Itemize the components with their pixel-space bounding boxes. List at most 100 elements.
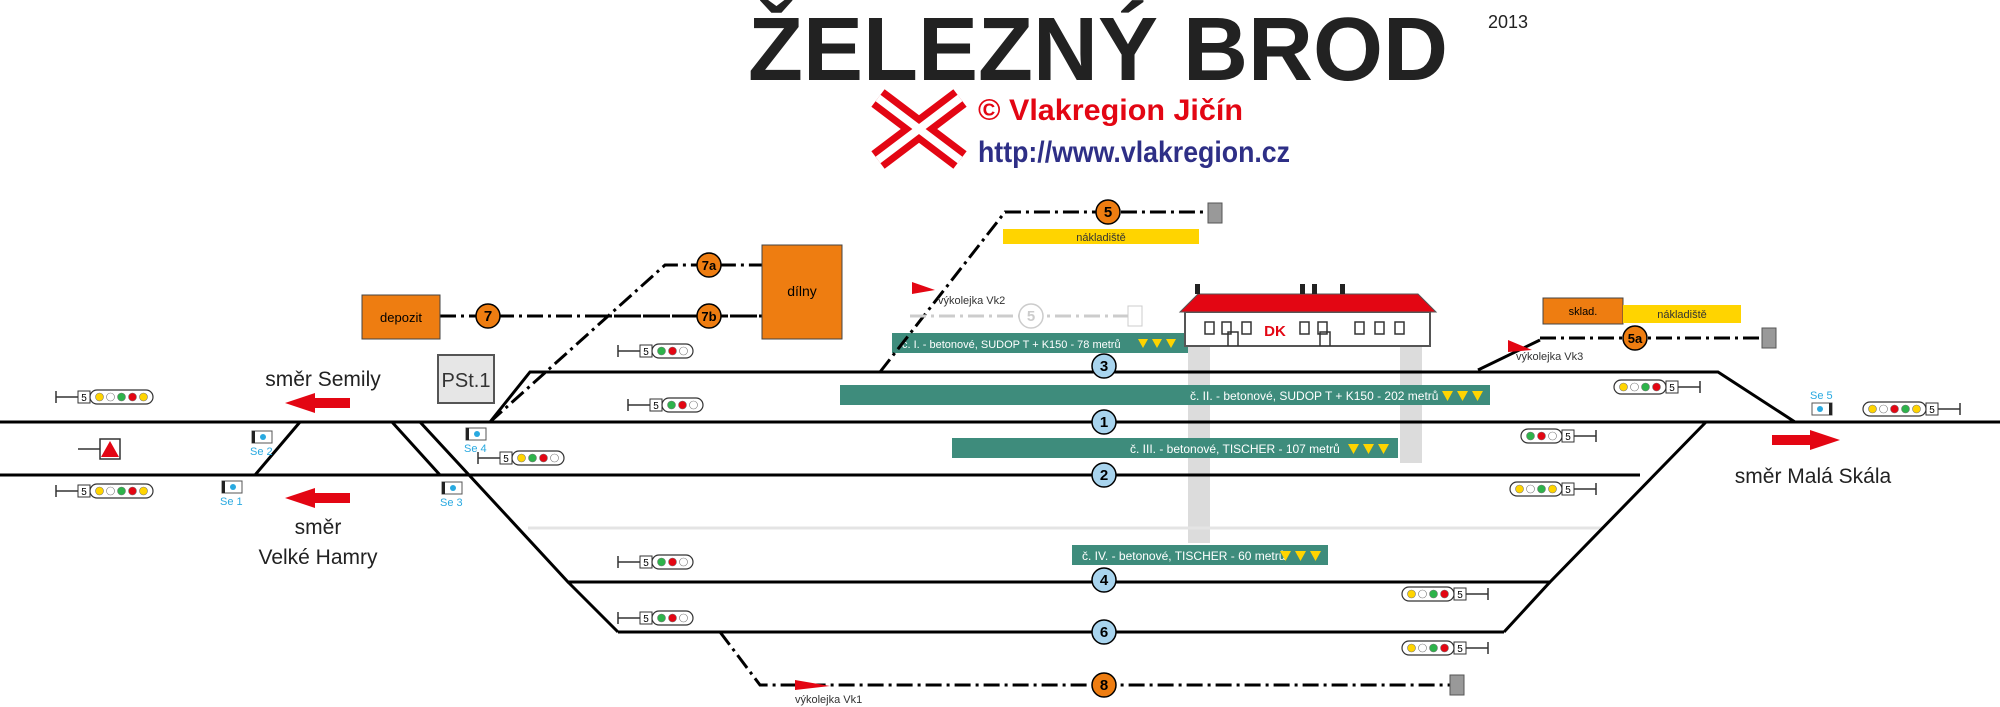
se-4-label: Se 4 xyxy=(464,443,487,455)
track-6-link-right xyxy=(1502,580,1552,634)
signal-lamp xyxy=(1418,643,1427,653)
track-6-number: 6 xyxy=(1100,624,1108,641)
buffer-stops xyxy=(1127,202,1777,696)
loading-area-1-label: nákladiště xyxy=(1076,232,1126,244)
signal-lamp xyxy=(539,453,548,463)
signal-lamp xyxy=(106,486,115,496)
dk-label: DK xyxy=(1264,323,1286,340)
track-3-number: 3 xyxy=(1100,358,1108,375)
station-title: ŽELEZNÝ BROD xyxy=(748,0,1448,100)
signal-plate-number: 5 xyxy=(1929,405,1935,416)
depozit-building: depozit xyxy=(361,294,441,340)
signal-9: 5 xyxy=(1520,428,1597,444)
signal-lamp xyxy=(689,400,698,410)
track-7a-number: 7a xyxy=(702,258,717,273)
signal-lamp xyxy=(1407,589,1416,599)
direction-hamry-label-1: směr xyxy=(295,516,342,539)
se-1-label: Se 1 xyxy=(220,496,243,508)
derailer-vk3-label: výkolejka Vk3 xyxy=(1516,351,1583,363)
siding-5-line xyxy=(878,210,1208,373)
arrow-right-mala-skala-icon xyxy=(1772,430,1840,450)
track-8-marker xyxy=(1091,672,1117,698)
signal-lamp xyxy=(550,453,559,463)
signal-lamp xyxy=(1548,431,1557,441)
signal-lamp xyxy=(1537,484,1546,494)
platform-1: č. I. - betonové, SUDOP T + K150 - 78 me… xyxy=(892,333,1188,353)
loading-area-2-label: nákladiště xyxy=(1657,309,1707,321)
signal-lamp xyxy=(679,346,688,356)
se-3-label: Se 3 xyxy=(440,497,463,509)
track-6-link-left xyxy=(566,580,620,634)
platform-4-label: č. IV. - betonové, TISCHER - 60 metrů xyxy=(1082,549,1285,563)
track-7b-number: 7b xyxy=(701,309,716,324)
siding-7a-line xyxy=(488,263,762,424)
signal-plate-number: 5 xyxy=(1457,590,1463,601)
signal-plate-number: 5 xyxy=(1565,432,1571,443)
signal-lamp xyxy=(1440,643,1449,653)
signal-lamp xyxy=(679,557,688,567)
siding-8-line xyxy=(718,631,1450,687)
signal-8: 5 xyxy=(1613,379,1701,395)
signal-lamp xyxy=(1901,404,1910,414)
track-markers xyxy=(475,199,1648,698)
signal-lamp xyxy=(668,613,677,623)
track-6-marker xyxy=(1091,619,1117,645)
signal-lamp xyxy=(1652,382,1661,392)
signal-lamp xyxy=(95,392,104,402)
loading-area-2: nákladiště xyxy=(1623,305,1741,323)
platform-2-marks-icon xyxy=(1442,391,1483,401)
dilny-label: dílny xyxy=(787,283,817,299)
signal-lamp xyxy=(1440,589,1449,599)
sklad-label: sklad. xyxy=(1569,306,1598,318)
loading-area-1: nákladiště xyxy=(1003,229,1199,244)
signal-lamp xyxy=(1418,589,1427,599)
signal-6: 5 xyxy=(617,554,694,570)
direction-indicators: směr Semily směr Velké Hamry směr Malá S… xyxy=(258,368,1891,569)
direction-hamry-label-2: Velké Hamry xyxy=(258,546,378,569)
signal-lamp xyxy=(528,453,537,463)
crossover-left xyxy=(253,421,302,476)
signal-lamp xyxy=(1641,382,1650,392)
signal-lamp xyxy=(1619,382,1628,392)
platform-1-marks-icon xyxy=(1138,339,1176,348)
buffer-stop-5a-icon xyxy=(1761,327,1777,349)
track-5a-marker xyxy=(1622,325,1648,351)
signal-lamp xyxy=(1515,484,1524,494)
buffer-stop-8-icon xyxy=(1449,674,1465,696)
platform-3-label: č. III. - betonové, TISCHER - 107 metrů xyxy=(1130,442,1340,456)
track-5-former-number: 5 xyxy=(1027,308,1035,325)
derailer-vk3-icon xyxy=(1508,340,1532,352)
signal-lamp xyxy=(657,613,666,623)
signal-lamp xyxy=(657,346,666,356)
track-3-line xyxy=(488,370,1796,424)
depozit-label: depozit xyxy=(380,310,422,325)
direction-semily-label: směr Semily xyxy=(265,368,381,391)
copyright-label: © Vlakregion Jičín xyxy=(978,94,1243,127)
se-5-unit: Se 5 xyxy=(1810,390,1833,416)
track-1-number: 1 xyxy=(1100,414,1108,431)
track-5-marker xyxy=(1095,199,1121,225)
derailers: výkolejka Vk2 výkolejka Vk3 výkolejka Vk… xyxy=(795,282,1583,706)
signal-plate-number: 5 xyxy=(1669,383,1675,394)
vlakregion-logo-icon xyxy=(871,89,967,169)
year-label: 2013 xyxy=(1488,12,1528,32)
track-1-marker xyxy=(1091,409,1117,435)
signal-lamp xyxy=(139,486,148,496)
derailer-vk2-label: výkolejka Vk2 xyxy=(938,295,1005,307)
dilny-building: dílny xyxy=(761,244,843,340)
platform-4-marks-icon xyxy=(1280,551,1321,561)
signal-plate-number: 5 xyxy=(643,558,649,569)
signal-lamp xyxy=(679,613,688,623)
signal-body xyxy=(1613,379,1667,395)
station-building-dk: DK xyxy=(1178,284,1438,347)
arrow-left-semily-icon xyxy=(285,393,350,413)
signal-7: 5 xyxy=(617,610,694,626)
signal-lamp xyxy=(117,486,126,496)
signal-4: 5 xyxy=(627,397,704,413)
buffer-stop-5-former-icon xyxy=(1127,305,1143,327)
signal-lamp xyxy=(678,400,687,410)
track-3-marker xyxy=(1091,353,1117,379)
